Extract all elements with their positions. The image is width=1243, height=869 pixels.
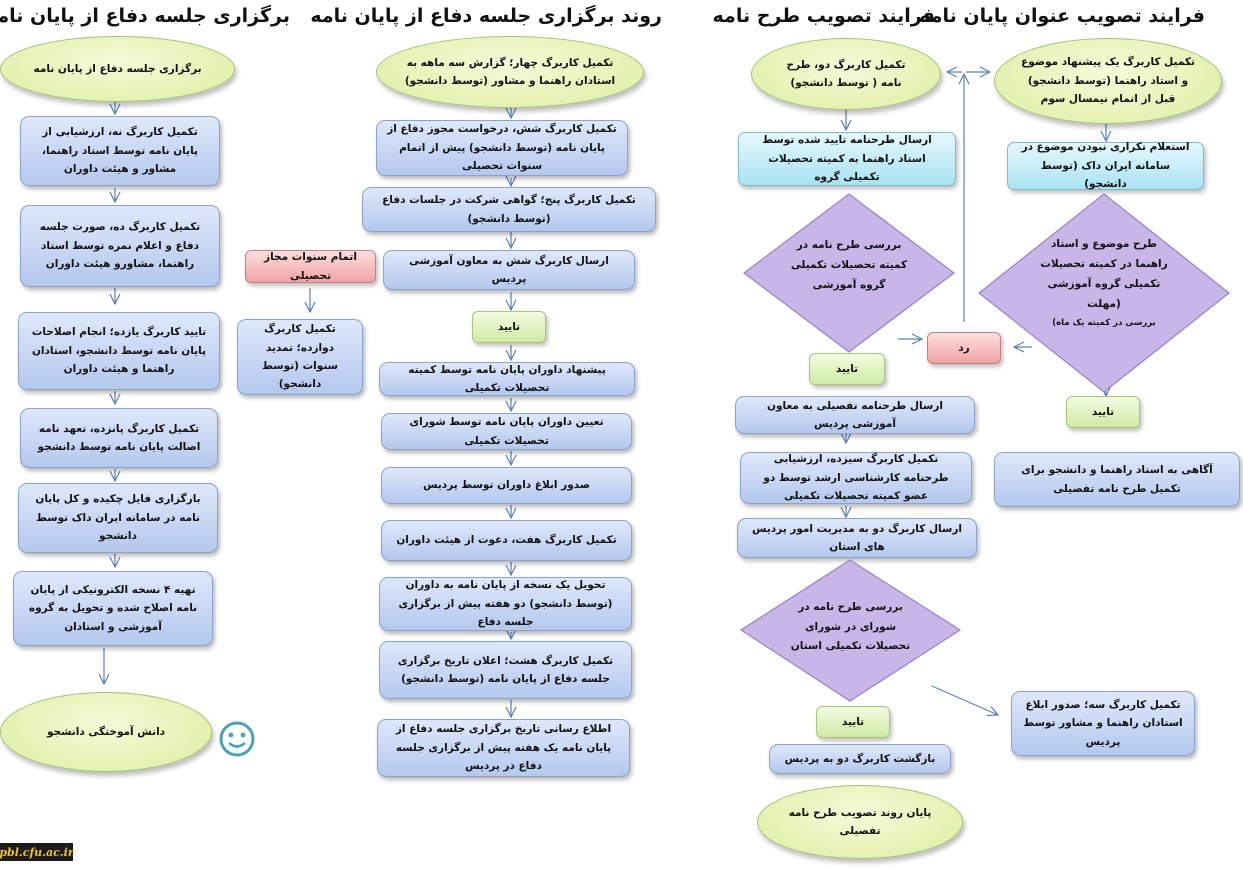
topic-decision-note: بررسی در کمیته یک ماه) [1052,317,1156,328]
decision-diamond-shape [739,559,962,702]
form3-advisor-assignment-step[interactable]: تکمیل کاربرگ سه؛ صدور ابلاغ استادان راهن… [1011,691,1195,756]
topic-committee-decision[interactable]: طرح موضوع و استاد راهنما در کمیته تحصیلا… [976,192,1232,394]
assign-referees-step[interactable]: تعیین داوران پایان نامه توسط شورای تحصیل… [381,413,632,450]
send-to-group-committee-step[interactable]: ارسال طرحنامه تایید شده توسط استاد راهنم… [738,132,956,186]
column-title-thesis-topic-approval: فرایند تصویب عنوان پایان نامه [919,5,1205,27]
form11-corrections-step[interactable]: تایید کاربرگ یازده؛ انجام اصلاحات پایان … [18,312,220,390]
form6-defense-request-step[interactable]: تکمیل کاربرگ شش، درخواست مجوز دفاع از پا… [376,120,628,176]
irandoc-inquiry-step[interactable]: استعلام تکراری نبودن موضوع در سامانه ایر… [1007,141,1204,190]
column-title-proposal-approval: فرایند تصویب طرح نامه [712,5,935,27]
defense-approve-badge[interactable]: تایید [472,311,546,343]
reject-badge[interactable]: رد [927,332,1001,364]
form7-invite-referees-step[interactable]: تکمیل کاربرگ هفت، دعوت از هیئت داوران [381,520,632,561]
province-approve-badge[interactable]: تایید [816,706,890,738]
graduation-end[interactable]: دانش آموختگی دانشجو [0,692,212,772]
province-council-decision[interactable]: بررسی طرح نامه در شورای در شورای تحصیلات… [738,558,963,703]
propose-referees-step[interactable]: پیشنهاد داوران پایان نامه توسط کمیته تحص… [379,362,635,396]
send-detailed-proposal-step[interactable]: ارسال طرحنامه تفصیلی به معاون آموزشی پرد… [735,396,975,434]
deliver-copy-step[interactable]: تحویل یک نسخه از پایان نامه به داوران (ت… [379,577,632,631]
province-decision-text: بررسی طرح نامه در شورای در شورای تحصیلات… [790,600,911,653]
group-committee-decision[interactable]: بررسی طرح نامه در کمیته تحصیلات تکمیلی گ… [741,192,957,354]
send-form2-province-step[interactable]: ارسال کاربرگ دو به مدیریت امور پردیس های… [737,518,977,558]
form15-originality-step[interactable]: تکمیل کاربرگ پانزده، تعهد نامه اصالت پای… [20,408,218,468]
topic-decision-text: طرح موضوع و استاد راهنما در کمیته تحصیلا… [1040,238,1168,310]
form8-announce-date-step[interactable]: تکمیل کاربرگ هشت؛ اعلان تاریخ برگزاری جل… [379,641,632,699]
proposal-approval-end[interactable]: پایان روند تصویب طرح نامه تفصیلی [757,785,963,859]
column-title-defense-session: برگزاری جلسه دفاع از پایان نامه [0,5,290,27]
site-watermark: pbl.cfu.ac.ir [0,843,74,861]
form10-minutes-step[interactable]: تکمیل کاربرگ ده، صورت جلسه دفاع و اعلام … [20,205,220,287]
notify-defense-date-step[interactable]: اطلاع رسانی تاریخ برگزاری جلسه دفاع از پ… [377,719,630,777]
defense-session-start[interactable]: برگزاری جلسه دفاع از پایان نامه [0,36,235,102]
issue-referees-step[interactable]: صدور ابلاغ داوران توسط پردیس [381,467,632,504]
electronic-copies-step[interactable]: تهیه ۴ نسخه الکترونیکی از پایان نامه اصل… [13,571,213,646]
smiley-face-icon [219,721,255,757]
topic-approve-badge[interactable]: تایید [1066,396,1140,428]
proposal-form2-start[interactable]: تکمیل کاربرگ دو، طرح نامه ( توسط دانشجو) [751,38,941,110]
form4-report-start[interactable]: تکمیل کاربرگ چهار؛ گزارش سه ماهه به استا… [376,36,644,108]
decision-diamond-shape [743,193,955,353]
form12-extension-step[interactable]: تکمیل کاربرگ دوازده؛ تمدید سنوات (توسط د… [237,319,363,395]
notify-advisor-step[interactable]: آگاهی به استاد راهنما و دانشجو برای تکمی… [994,452,1240,507]
group-approve-badge[interactable]: تایید [809,353,885,385]
study-period-expired-badge[interactable]: اتمام سنوات مجاز تحصیلی [245,250,376,283]
group-decision-text: بررسی طرح نامه در کمیته تحصیلات تکمیلی گ… [790,239,908,291]
form5-attendance-step[interactable]: تکمیل کاربرگ پنج؛ گواهی شرکت در جلسات دف… [362,187,656,232]
column-title-defense-process: روند برگزاری جلسه دفاع از پایان نامه [310,5,662,27]
topic-proposal-start[interactable]: تکمیل کاربرگ یک پیشنهاد موضوع و استاد را… [994,38,1222,124]
return-form2-step[interactable]: بازگشت کاربرگ دو به پردیس [769,744,951,774]
decision-diamond-shape [978,193,1230,393]
form13-evaluation-step[interactable]: تکمیل کاربرگ سیزده، ارزشیابی طرحنامه کار… [740,452,972,504]
upload-irandoc-step[interactable]: بارگزاری فایل چکیده و کل پایان نامه در س… [18,483,218,553]
form9-evaluation-step[interactable]: تکمیل کاربرگ نه، ارزشیابی از پایان نامه … [20,116,220,186]
send-form6-step[interactable]: ارسال کاربرگ شش به معاون آموزشی پردیس [383,250,635,290]
